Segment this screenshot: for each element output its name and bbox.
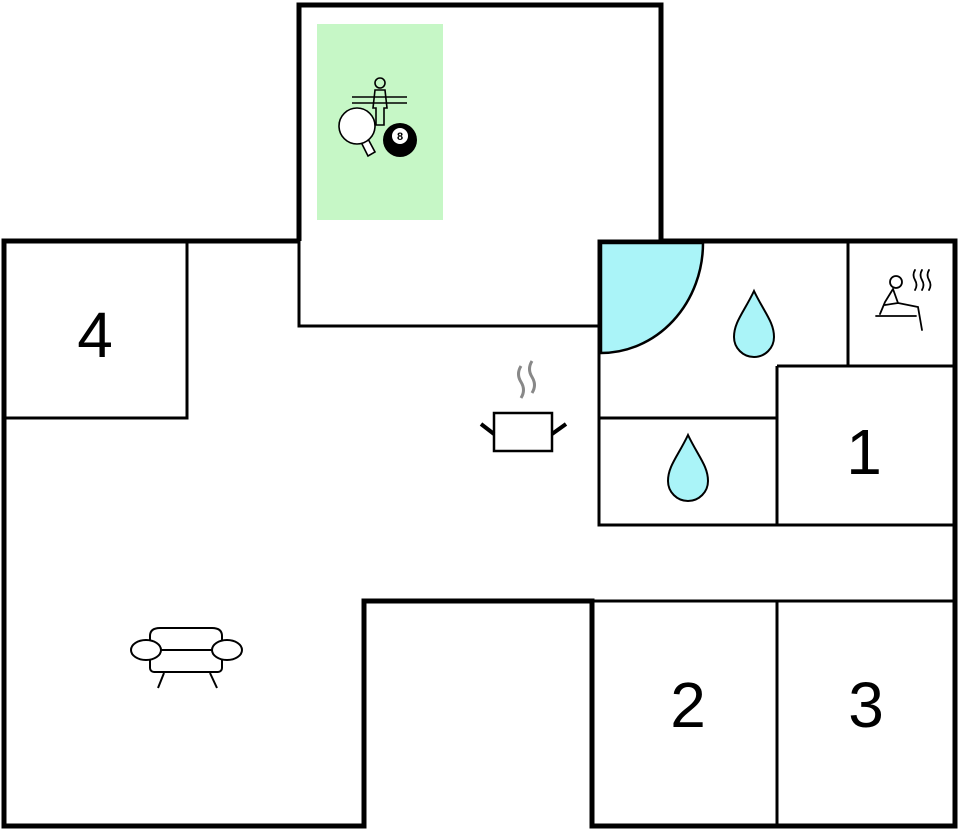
room-number-3: 3 bbox=[848, 669, 884, 741]
room-number-4: 4 bbox=[77, 299, 113, 371]
sauna-icon bbox=[875, 269, 932, 331]
billiard-ball-number: 8 bbox=[397, 131, 403, 143]
shower-area bbox=[599, 241, 705, 355]
billiard-ball-icon: 8 bbox=[383, 123, 417, 157]
bedroom-4-wall bbox=[4, 241, 189, 420]
kitchen-pot-icon bbox=[479, 360, 568, 453]
room-number-2: 2 bbox=[670, 669, 706, 741]
toilet-drop-icon bbox=[666, 432, 710, 502]
sofa-icon bbox=[130, 627, 243, 689]
activity-room bbox=[317, 24, 443, 220]
room-number-1: 1 bbox=[846, 416, 882, 488]
table-football-icon bbox=[352, 77, 407, 126]
outer-wall-left bbox=[1, 238, 958, 829]
bathroom-drop-icon bbox=[732, 288, 776, 358]
annex-wall bbox=[297, 241, 599, 328]
activity-area-highlight bbox=[317, 24, 443, 220]
table-tennis-icon bbox=[338, 107, 377, 158]
interior-walls bbox=[4, 239, 957, 826]
